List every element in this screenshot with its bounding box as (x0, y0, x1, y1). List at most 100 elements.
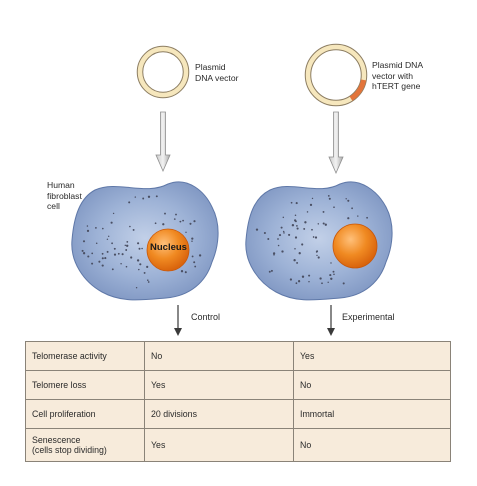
cytoplasm-dot (95, 242, 98, 244)
cytoplasm-dot (98, 260, 101, 263)
experimental-value: Immortal (293, 399, 451, 429)
cytoplasm-dot (91, 252, 94, 255)
cytoplasm-dot (110, 221, 113, 224)
cytoplasm-dot (107, 235, 110, 238)
cytoplasm-dot (137, 242, 140, 245)
cytoplasm-dot (82, 252, 86, 255)
cytoplasm-dot (316, 250, 319, 253)
results-table: Telomerase activity No Yes Telomere loss… (25, 341, 451, 462)
diagram-graphic (71, 43, 393, 336)
cytoplasm-dot (282, 216, 285, 219)
cytoplasm-dot (280, 226, 283, 229)
cytoplasm-dot (104, 257, 107, 260)
cytoplasm-dot (130, 256, 133, 259)
cytoplasm-dot (95, 227, 97, 229)
cytoplasm-dot (319, 277, 322, 280)
cytoplasm-dot (106, 250, 109, 253)
experimental-value: Yes (293, 341, 451, 371)
cytoplasm-dot (125, 249, 128, 251)
cytoplasm-dot (112, 212, 115, 215)
cytoplasm-dot (296, 225, 298, 227)
cytoplasm-dot (312, 236, 315, 238)
cytoplasm-dot (111, 268, 114, 271)
cytoplasm-dot (113, 253, 117, 256)
cytoplasm-dot (128, 201, 131, 204)
cytoplasm-dot (298, 252, 301, 255)
row-label: Telomere loss (25, 370, 145, 400)
cytoplasm-dot (333, 206, 335, 209)
table-row: Senescence (cells stop dividing) Yes No (25, 428, 451, 462)
experimental-label: Experimental (342, 312, 395, 322)
plasmid-left-icon (136, 45, 190, 99)
cytoplasm-dot (332, 270, 335, 273)
cytoplasm-dot (101, 264, 104, 267)
cytoplasm-dot (147, 279, 149, 281)
cytoplasm-dot (272, 252, 276, 255)
cytoplasm-dot (311, 197, 314, 200)
cytoplasm-dot (111, 242, 113, 245)
cytoplasm-dot (147, 195, 151, 198)
cytoplasm-dot (277, 244, 280, 247)
cell-label: Human fibroblast cell (47, 180, 82, 211)
experimental-value: No (293, 370, 451, 400)
cytoplasm-dot (347, 217, 350, 220)
cytoplasm-dot (303, 227, 306, 230)
cytoplasm-dot (138, 268, 140, 271)
cytoplasm-dot (124, 244, 127, 247)
cytoplasm-dot (255, 228, 259, 231)
cytoplasm-dot (288, 233, 291, 236)
cytoplasm-dot (278, 234, 282, 237)
cytoplasm-dot (191, 240, 193, 242)
cytoplasm-dot (129, 225, 131, 228)
cytoplasm-dot (296, 261, 299, 264)
cytoplasm-dot (126, 244, 129, 247)
cytoplasm-dot (147, 281, 150, 283)
cytoplasm-dot (185, 231, 187, 234)
cytoplasm-dot (366, 216, 368, 219)
cytoplasm-dot (321, 282, 323, 285)
cytoplasm-dot (136, 259, 140, 262)
cytoplasm-dot (184, 271, 187, 274)
control-value: 20 divisions (144, 399, 294, 429)
cytoplasm-dot (120, 263, 122, 265)
cytoplasm-dot (289, 278, 293, 281)
cytoplasm-dot (342, 282, 345, 285)
cytoplasm-dot (106, 238, 109, 241)
cytoplasm-dot (191, 237, 194, 240)
cytoplasm-dot (308, 280, 310, 283)
cytoplasm-dot (294, 214, 297, 217)
cytoplasm-dot (294, 219, 297, 222)
cytoplasm-dot (180, 270, 184, 273)
cytoplasm-dot (121, 253, 124, 256)
cytoplasm-dot (291, 224, 295, 227)
cytoplasm-dot (132, 228, 135, 231)
cytoplasm-dot (309, 203, 313, 207)
cytoplasm-dot (277, 238, 279, 240)
row-label: Cell proliferation (25, 399, 145, 429)
cytoplasm-dot (101, 252, 104, 255)
htert-gene-segment (349, 79, 367, 101)
cytoplasm-dot (316, 254, 318, 257)
cytoplasm-dot (322, 222, 325, 225)
cytoplasm-dot (330, 277, 333, 280)
arrow-down-right-icon (328, 111, 344, 174)
cytoplasm-dot (351, 207, 353, 210)
cytoplasm-dot (293, 259, 296, 262)
cytoplasm-dot (330, 262, 332, 264)
cytoplasm-dot (142, 197, 145, 200)
cytoplasm-dot (154, 222, 157, 225)
cytoplasm-dot (317, 223, 320, 225)
cytoplasm-dot (198, 254, 202, 257)
cytoplasm-dot (146, 265, 149, 268)
cytoplasm-dot (86, 225, 89, 227)
cytoplasm-dot (295, 202, 298, 205)
cytoplasm-dot (164, 212, 166, 215)
cytoplasm-dot (81, 249, 84, 252)
cytoplasm-dot (327, 281, 329, 284)
cytoplasm-dot (135, 287, 138, 289)
plasmid-left-label: Plasmid DNA vector (195, 62, 239, 83)
control-value: Yes (144, 428, 294, 462)
cytoplasm-dot (296, 227, 299, 230)
cytoplasm-dot (308, 274, 311, 277)
cytoplasm-dot (194, 265, 197, 268)
